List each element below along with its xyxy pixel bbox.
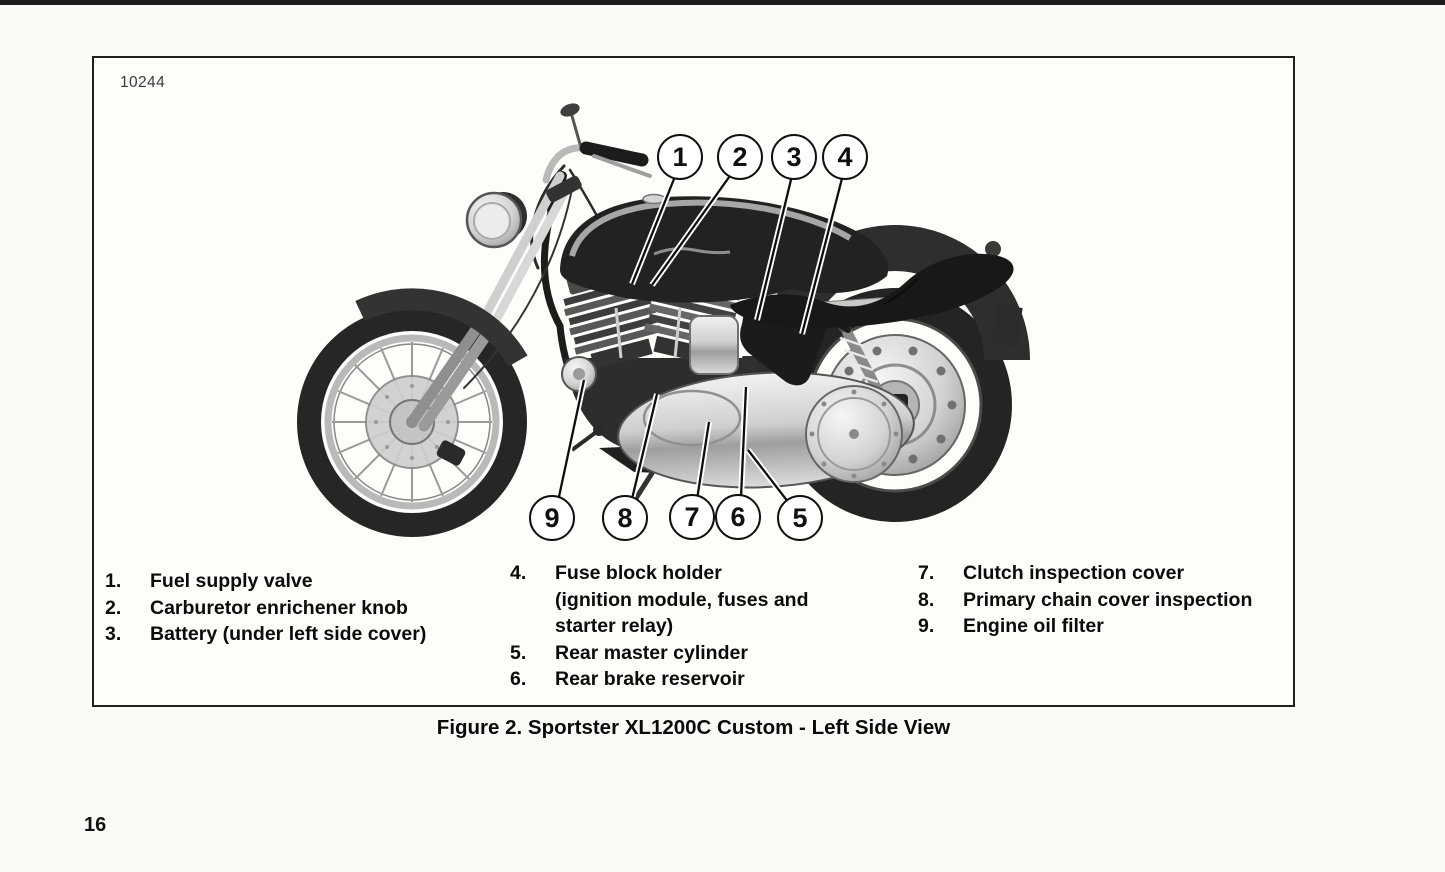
legend-column-2: 4. Fuse block holder (ignition module, fu… [510, 560, 845, 693]
callout-9: 9 [529, 495, 575, 541]
tank-logo [653, 247, 731, 256]
primary-cover [617, 371, 915, 489]
front-fender [355, 288, 528, 367]
front-fork [406, 171, 582, 432]
callout-1: 1 [657, 134, 703, 180]
legend-item: 6. Rear brake reservoir [510, 666, 845, 693]
legend-item: 3. Battery (under left side cover) [105, 621, 500, 648]
oil-filter [561, 356, 597, 392]
seat [730, 253, 1014, 328]
callout-3-label: 3 [786, 141, 802, 172]
legend-item-text: Fuse block holder (ignition module, fuse… [555, 562, 809, 637]
callout-2: 2 [717, 134, 763, 180]
callout-1-label: 1 [672, 141, 688, 172]
scan-edge-artifact [0, 0, 1445, 5]
callout-2-label: 2 [732, 141, 748, 172]
legend-item-number: 8. [918, 588, 935, 611]
legend-item: 2. Carburetor enrichener knob [105, 595, 500, 622]
legend-column-3: 7. Clutch inspection cover 8. Primary chai… [918, 560, 1290, 640]
figure-box: 10244 1 2 3 4 5 6 7 8 9 1. Fuel supply va… [92, 56, 1295, 707]
leader-lines [551, 157, 850, 522]
photo-id: 10244 [120, 74, 166, 91]
legend-item-number: 3. [105, 623, 122, 645]
figure-caption: Figure 2. Sportster XL1200C Custom - Lef… [436, 716, 951, 739]
callout-9-label: 9 [544, 502, 560, 533]
handlebar [542, 103, 652, 184]
fuel-tank [560, 193, 889, 303]
callout-6: 6 [715, 494, 761, 540]
legend-item-text: Fuel supply valve [150, 570, 313, 592]
headlight [465, 191, 527, 249]
legend-column-1: 1. Fuel supply valve 2. Carburetor enriche… [105, 568, 500, 648]
legend-item: 8. Primary chain cover inspection [918, 587, 1290, 614]
legend-item-number: 5. [510, 641, 527, 664]
legend-item: 7. Clutch inspection cover [918, 560, 1290, 587]
legend-item-number: 7. [918, 562, 935, 584]
callout-8-label: 8 [617, 502, 633, 533]
mirror [560, 103, 580, 117]
callout-5-label: 5 [792, 502, 808, 533]
callout-5: 5 [777, 495, 823, 541]
legend-item-number: 6. [510, 668, 527, 690]
page-number: 16 [84, 814, 107, 836]
callout-8: 8 [602, 495, 648, 541]
legend-item-text: Rear brake reservoir [555, 668, 745, 690]
legend-item-text: Rear master cylinder [555, 641, 748, 664]
legend-item: 1. Fuel supply valve [105, 568, 500, 595]
legend-item: 9. Engine oil filter [918, 613, 1290, 640]
legend-item-text: Clutch inspection cover [963, 562, 1185, 584]
legend-item: 4. Fuse block holder (ignition module, fu… [510, 560, 845, 640]
legend-item-number: 9. [918, 615, 935, 637]
legend-item-text: Engine oil filter [963, 615, 1104, 637]
legend-item: 5. Rear master cylinder [510, 640, 845, 667]
callout-4-label: 4 [837, 141, 853, 172]
legend-item-text: Primary chain cover inspection [963, 588, 1253, 611]
motorcycle-illustration [297, 103, 1030, 537]
callout-7-label: 7 [684, 501, 700, 532]
legend-item-number: 1. [105, 570, 122, 592]
callout-3: 3 [771, 134, 817, 180]
legend-item-text: Battery (under left side cover) [150, 623, 427, 645]
callout-4: 4 [822, 134, 868, 180]
callout-7: 7 [669, 494, 715, 540]
legend-item-text: Carburetor enrichener knob [150, 596, 408, 619]
legend-item-number: 2. [105, 596, 122, 619]
legend-item-number: 4. [510, 562, 527, 584]
callout-6-label: 6 [730, 501, 746, 532]
